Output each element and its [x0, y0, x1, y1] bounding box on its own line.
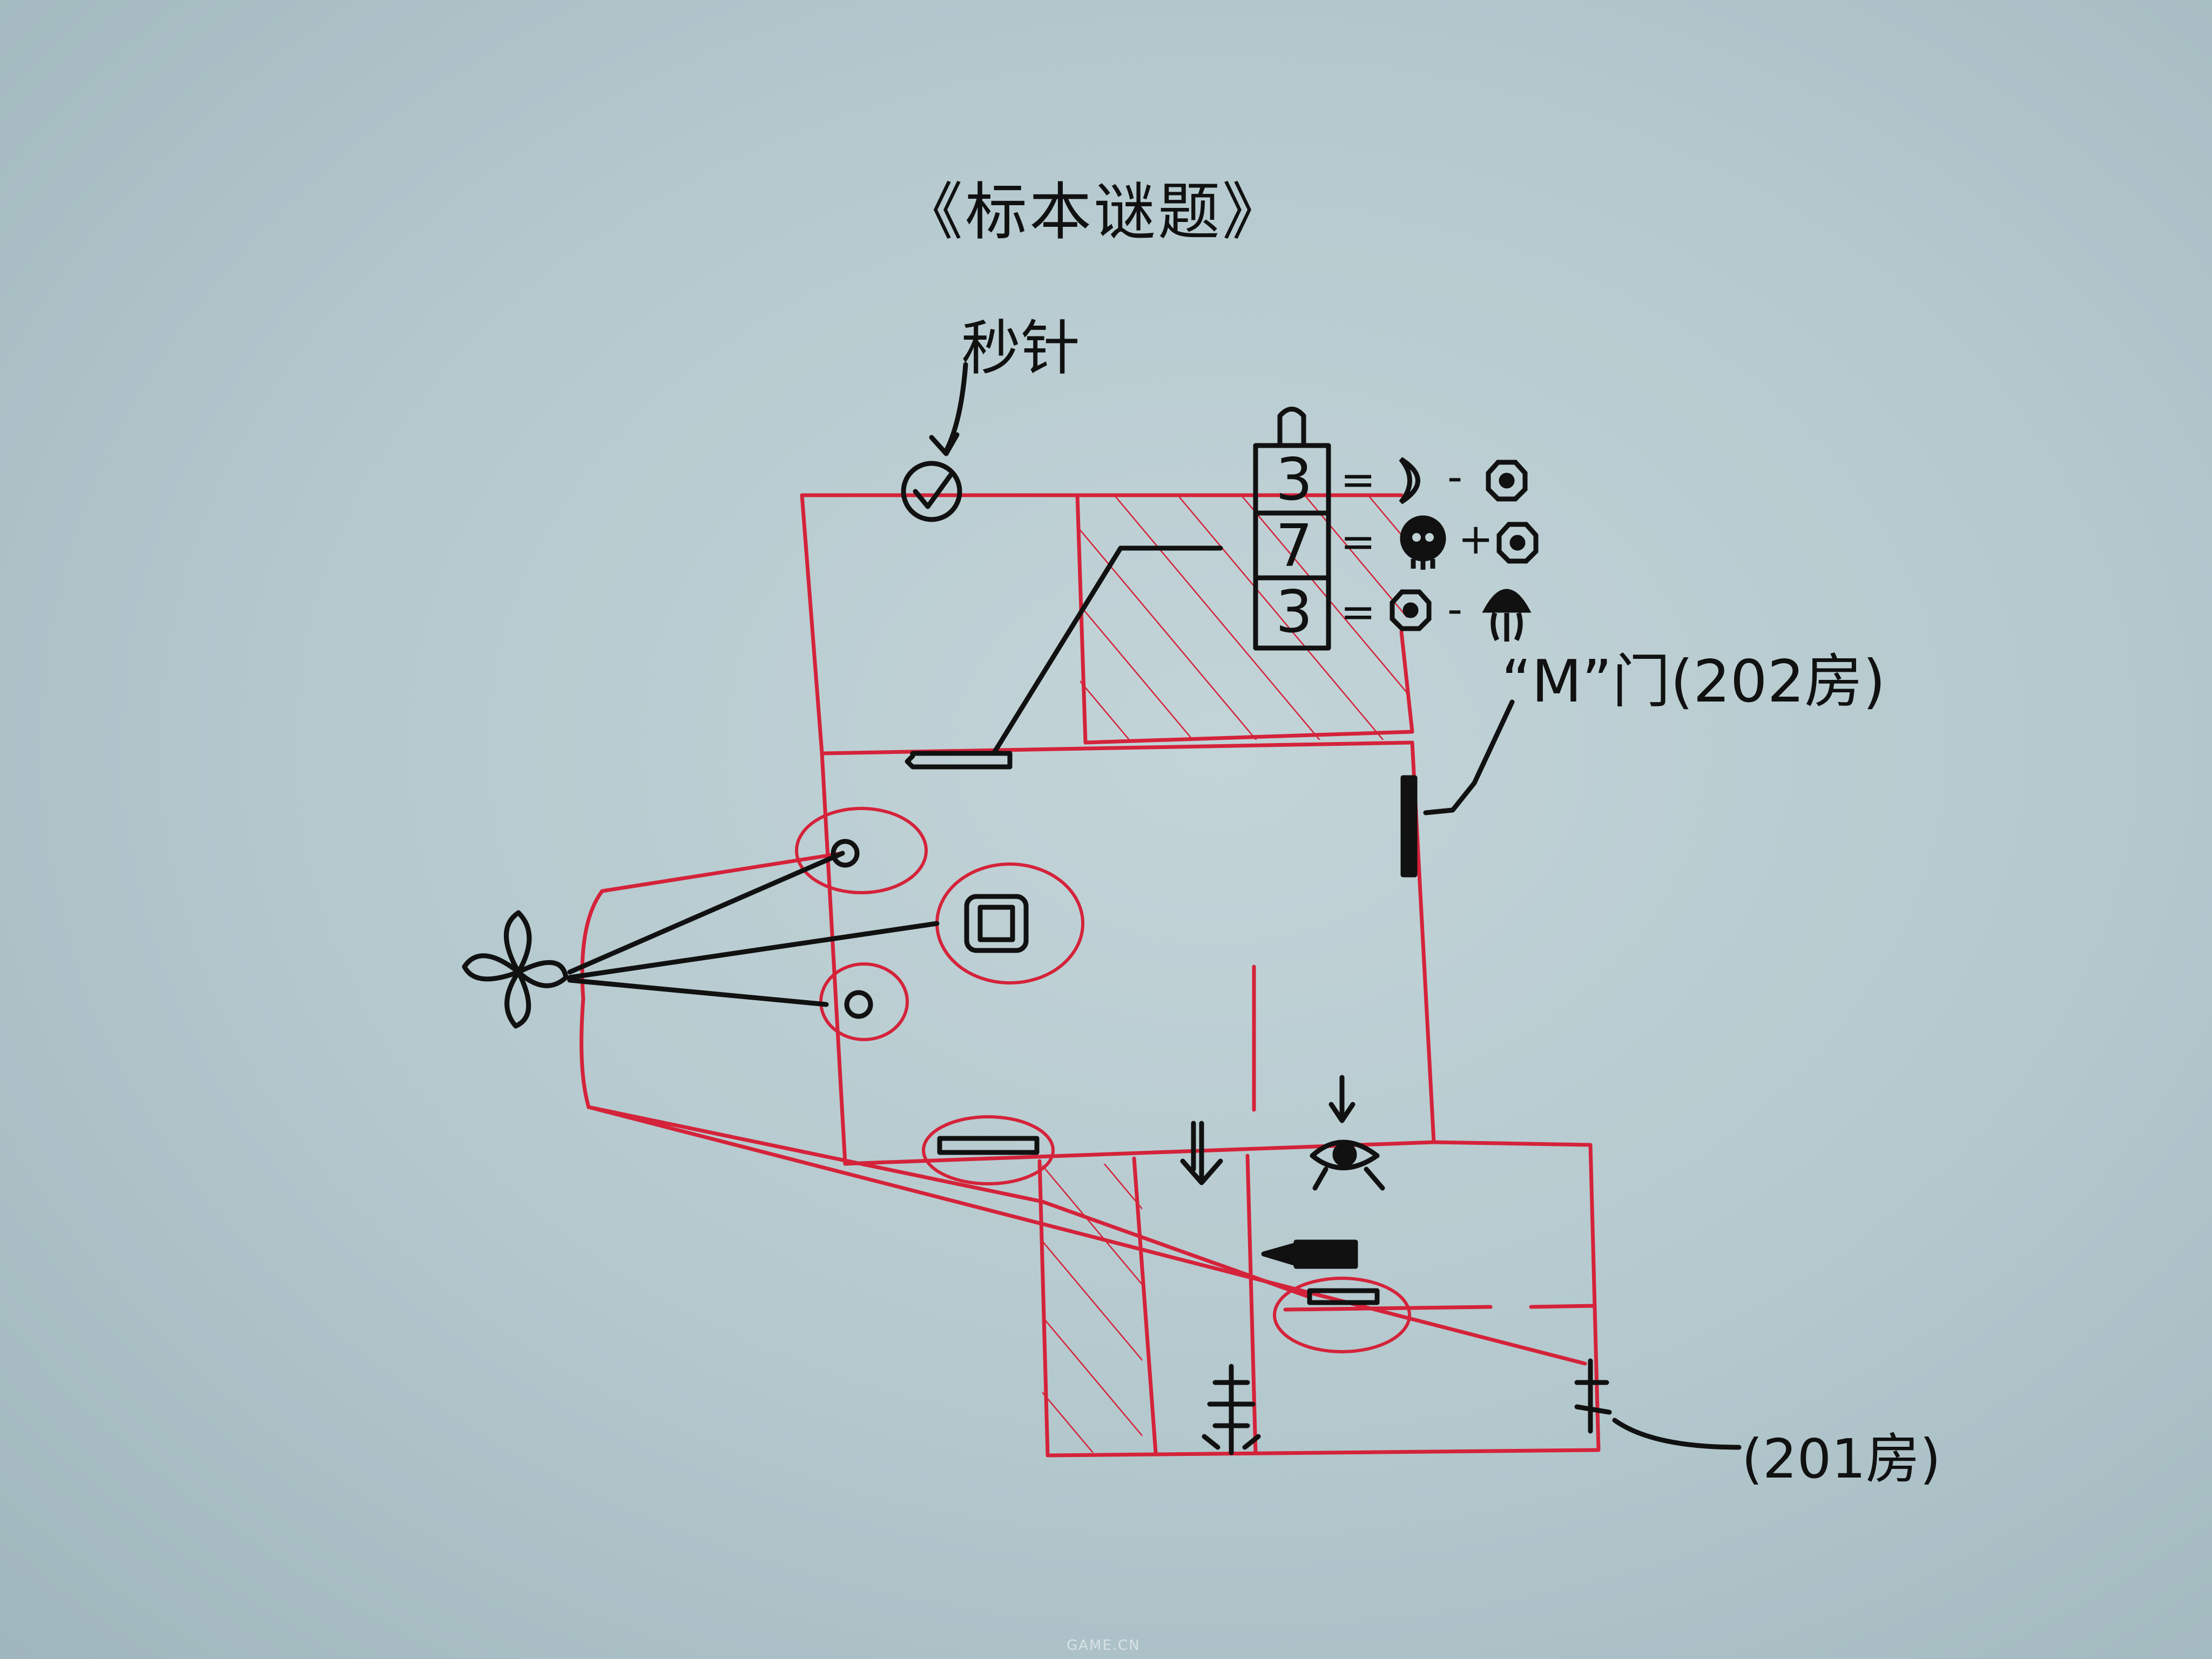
hatched-area-upper	[1080, 497, 1407, 740]
plant-link-line-1	[567, 851, 845, 975]
equation-3-equals: =	[1340, 588, 1376, 637]
highlight-circle-2	[935, 862, 1084, 984]
eye-icon	[1310, 1075, 1385, 1191]
room-201-leader-line	[1612, 1418, 1742, 1450]
highlight-circle-5	[1273, 1277, 1411, 1353]
jellyfish-icon	[1482, 589, 1532, 642]
lower-inner-wall-a	[1283, 1305, 1493, 1312]
second-hand-label: 秒针	[961, 314, 1080, 383]
skull-icon	[1400, 515, 1446, 570]
lower-right-top-wall	[1432, 1140, 1593, 1147]
item-circle-2	[844, 990, 873, 1019]
hatched-area-lower	[1042, 1164, 1142, 1453]
plant-link-line-3	[567, 977, 829, 1007]
flower-icon	[462, 910, 569, 1029]
gear-icon	[1486, 460, 1528, 502]
equation-1-operator: -	[1447, 453, 1463, 502]
clue-leader-line	[991, 545, 1223, 756]
code-digit-3: 3	[1276, 578, 1313, 646]
down-arrow-icon	[1180, 1121, 1223, 1185]
bench-item-1	[937, 1136, 1040, 1155]
watermark: GAME.CN	[1067, 1637, 1141, 1654]
highlight-circle-1	[795, 807, 928, 894]
equation-2-equals: =	[1340, 518, 1376, 567]
equation-1-equals: =	[1340, 456, 1376, 504]
plant-corridor-outline	[579, 851, 1309, 1298]
equation-2-operator: +	[1458, 515, 1494, 564]
plant-link-line-2	[567, 921, 940, 980]
moon-icon	[1399, 457, 1420, 504]
m-door-leader-line	[1423, 699, 1515, 815]
code-lock-shackle	[1277, 407, 1306, 448]
m-door-label: “M”门(202房)	[1501, 648, 1886, 716]
gear-icon	[1496, 522, 1539, 564]
equation-3-operator: -	[1447, 585, 1463, 634]
main-room-bottom-wall	[843, 1140, 1436, 1166]
highlight-circle-4	[922, 1115, 1055, 1185]
lower-right-right-wall	[1588, 1143, 1601, 1452]
m-door-marker	[1400, 775, 1418, 878]
clock-icon	[901, 461, 962, 522]
second-hand-arrowhead	[929, 432, 960, 456]
room-201-label: (201房)	[1742, 1427, 1941, 1491]
floor-clue-marker	[905, 751, 1013, 770]
armchair-icon	[964, 894, 1029, 953]
gear-icon	[1390, 589, 1432, 631]
code-lock-box	[1253, 443, 1331, 651]
device-icon	[1261, 1239, 1358, 1269]
equation-symbols	[1390, 457, 1539, 642]
main-room-left-wall	[820, 751, 847, 1166]
lower-bottom-wall	[1046, 1448, 1601, 1458]
highlight-circle-3	[819, 962, 909, 1041]
lower-divider-wall	[1245, 1154, 1258, 1455]
code-digit-1: 3	[1276, 446, 1313, 514]
page-title: 《标本谜题》	[901, 176, 1287, 248]
upper-room-bottom-wall	[820, 740, 1414, 756]
check-mark-icon	[913, 473, 953, 509]
upper-room-left-wall	[800, 493, 824, 756]
code-digit-2: 7	[1276, 512, 1313, 580]
stairs-icon-2	[1574, 1358, 1612, 1434]
lower-inner-wall-b	[1529, 1304, 1595, 1309]
bench-item-2	[1307, 1288, 1380, 1305]
stairs-icon-1	[1202, 1364, 1261, 1455]
item-circle-1	[831, 839, 860, 868]
